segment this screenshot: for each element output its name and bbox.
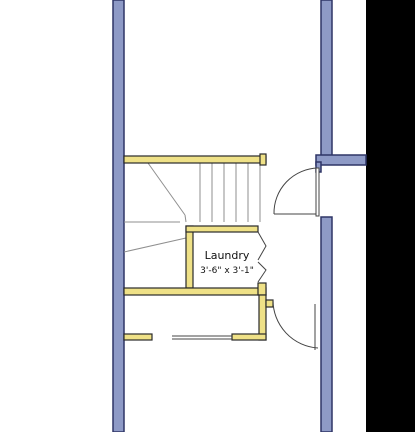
right-exterior-wall-upper[interactable] (320, 0, 333, 163)
room-label-dimensions: 3'-6" x 3'-1" (200, 266, 254, 276)
entry-door-panel[interactable] (315, 167, 320, 217)
closet-door-jamb[interactable] (265, 299, 274, 308)
floor-area (0, 0, 367, 432)
laundry-top-wall[interactable] (185, 225, 259, 233)
laundry-bifold-door-2[interactable] (257, 261, 267, 283)
stair-top-wall-end[interactable] (259, 153, 267, 166)
laundry-wall-stub[interactable] (257, 282, 267, 296)
hall-door-swing[interactable] (272, 299, 319, 349)
room-label-name: Laundry (205, 249, 250, 262)
left-exterior-wall[interactable] (112, 0, 125, 432)
closet-bottom-wall-right[interactable] (231, 333, 267, 341)
doors[interactable] (172, 167, 320, 350)
laundry-bottom-wall[interactable] (123, 287, 267, 296)
staircase[interactable] (123, 162, 261, 253)
exterior-walls (112, 0, 367, 432)
closet-bottom-wall-left[interactable] (123, 333, 153, 341)
laundry-bifold-door[interactable] (257, 231, 267, 261)
stair-top-wall[interactable] (123, 155, 267, 164)
closet-right-wall[interactable] (258, 294, 267, 341)
laundry-left-wall[interactable] (185, 225, 194, 289)
canvas-margin (366, 0, 415, 432)
exterior-wall-stub[interactable] (315, 154, 367, 166)
interior-walls (123, 153, 274, 341)
entry-door-swing[interactable] (273, 167, 319, 215)
right-exterior-wall-lower[interactable] (320, 216, 333, 432)
